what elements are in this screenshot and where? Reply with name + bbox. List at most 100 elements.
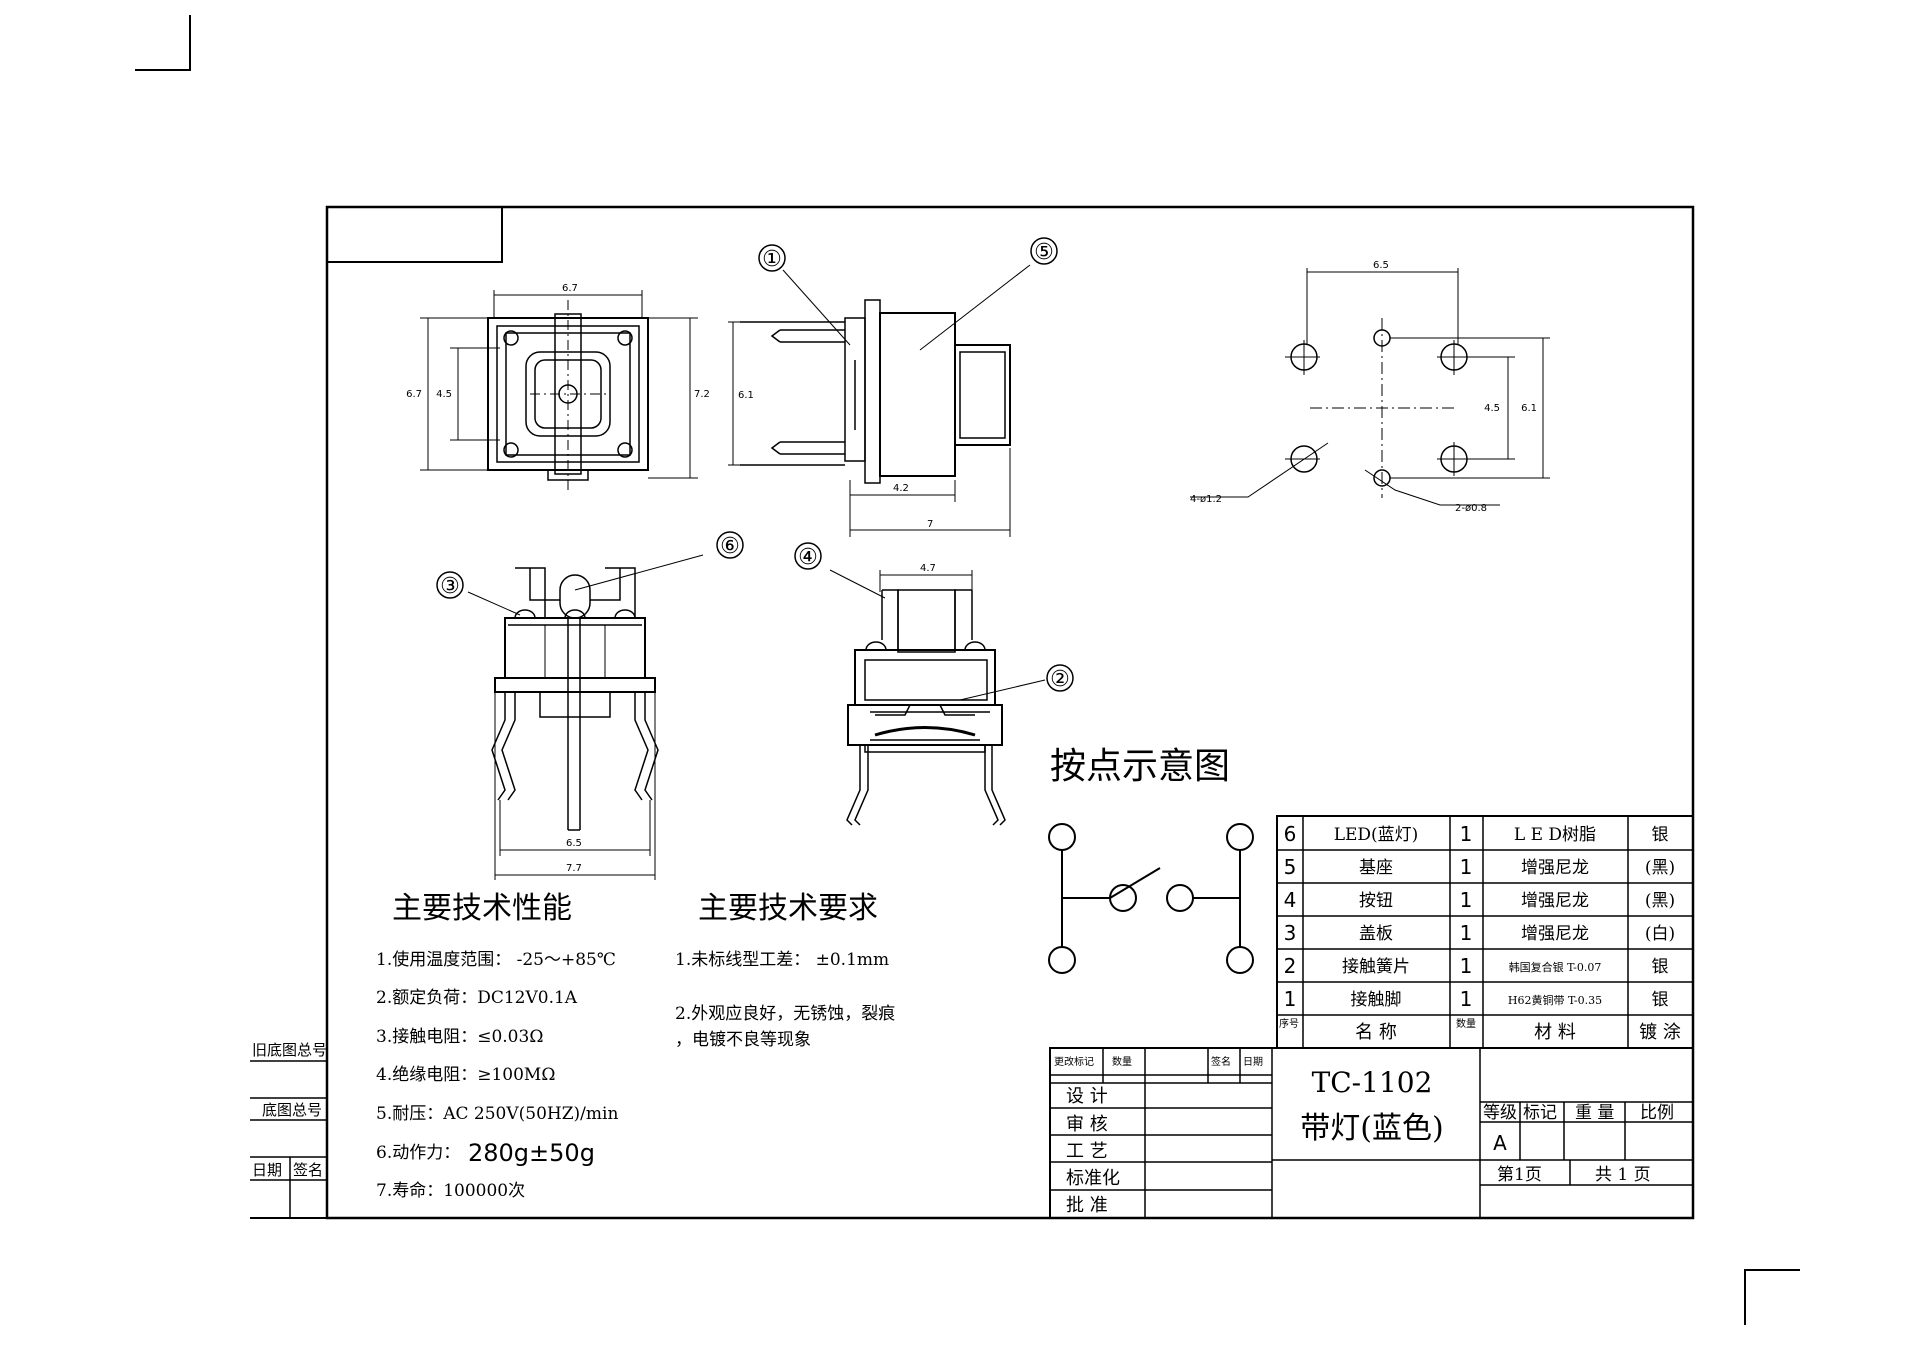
- balloon-3-circle: [436, 571, 464, 599]
- tb-grade-value: A: [1493, 1131, 1507, 1155]
- bom-finish: (白): [1645, 924, 1675, 944]
- title-block-grid: [1049, 1047, 1694, 1219]
- performance-item-7: 7.寿命：100000次: [376, 1181, 525, 1201]
- balloon-6: ⑥: [720, 534, 740, 559]
- schematic-title: 按点示意图: [1050, 746, 1230, 787]
- bom-no: 4: [1284, 888, 1297, 912]
- side-view: [728, 264, 1031, 537]
- dim-pcb-65: 6.5: [1373, 260, 1389, 271]
- dim-pcb-hole-big: 4-ø1.2: [1190, 494, 1222, 505]
- bom-finish: 银: [1652, 825, 1669, 845]
- drawing-no-label: 底图总号: [262, 1101, 322, 1119]
- dim-side-7: 7: [927, 519, 933, 530]
- tb-check: 审 核: [1066, 1114, 1108, 1135]
- balloon-5: ⑤: [1034, 240, 1054, 265]
- requirements-item-3: ，电镀不良等现象: [675, 1030, 811, 1050]
- bom-finish: (黑): [1645, 891, 1675, 911]
- performance-item-6: 6.动作力：: [376, 1143, 460, 1163]
- front-view: [467, 554, 704, 880]
- dim-top-height-right: 7.2: [694, 389, 710, 400]
- bom-table-grid: [1276, 815, 1694, 1049]
- bom-row: 2 接触簧片 1 韩国复合银 T-0.07 银: [1284, 954, 1669, 978]
- bom-finish: 银: [1652, 957, 1669, 977]
- dim-top-height-left: 6.7: [406, 389, 422, 400]
- old-drawing-no-label: 旧底图总号: [252, 1041, 327, 1059]
- bom-material: 增强尼龙: [1521, 891, 1589, 911]
- bom-name: 接触簧片: [1342, 957, 1410, 977]
- bom-header-qty: 数量: [1456, 1017, 1476, 1030]
- bom-qty: 1: [1460, 987, 1473, 1011]
- bom-finish: 银: [1652, 990, 1669, 1010]
- bom-row: 1 接触脚 1 H62黄铜带 T-0.35 银: [1284, 987, 1669, 1011]
- bom-name: LED(蓝灯): [1334, 825, 1419, 845]
- bom-qty: 1: [1460, 954, 1473, 978]
- balloon-2-circle: [1046, 664, 1074, 692]
- tb-page: 第1页: [1497, 1165, 1542, 1185]
- dim-section-47: 4.7: [920, 563, 936, 574]
- dim-pcb-hole-small: 2-ø0.8: [1455, 503, 1487, 514]
- top-view: [420, 290, 698, 490]
- bom-row: 6 LED(蓝灯) 1 L E D树脂 银: [1284, 822, 1669, 846]
- bom-name: 按钮: [1359, 891, 1393, 911]
- bom-header-material: 材 料: [1534, 1022, 1576, 1043]
- performance-item-3: 3.接触电阻：≤0.03Ω: [376, 1027, 543, 1047]
- tb-total: 共 1 页: [1595, 1165, 1651, 1185]
- dim-top-width: 6.7: [562, 283, 578, 294]
- requirements-item-1: 1.未标线型工差： ±0.1mm: [675, 950, 889, 970]
- bom-name: 接触脚: [1351, 990, 1402, 1010]
- drawing-frame: [250, 205, 1695, 1220]
- tb-date: 日期: [1243, 1056, 1263, 1068]
- tb-mark: 标记: [1523, 1103, 1557, 1123]
- balloon-2: ②: [1050, 667, 1070, 692]
- balloon-3: ③: [440, 574, 460, 599]
- tb-part-no: TC-1102: [1312, 1066, 1433, 1099]
- tb-process: 工 艺: [1066, 1141, 1108, 1162]
- dim-pcb-45: 4.5: [1484, 403, 1500, 414]
- bom-qty: 1: [1460, 921, 1473, 945]
- requirements-title: 主要技术要求: [698, 891, 878, 926]
- tb-part-desc: 带灯(蓝色): [1300, 1111, 1443, 1146]
- bom-name: 盖板: [1359, 924, 1393, 944]
- dim-pcb-61: 6.1: [1521, 403, 1537, 414]
- bom-no: 6: [1284, 822, 1297, 846]
- tb-change-mark: 更改标记: [1054, 1055, 1094, 1068]
- bom-no: 2: [1284, 954, 1297, 978]
- bom-qty: 1: [1460, 888, 1473, 912]
- performance-item-1: 1.使用温度范围： -25～+85℃: [376, 949, 616, 970]
- balloon-1: ①: [762, 247, 782, 272]
- bom-material: 增强尼龙: [1521, 924, 1589, 944]
- performance-force-value: 280g±50g: [468, 1139, 595, 1167]
- section-view: [829, 569, 1046, 826]
- pcb-layout: [1190, 268, 1550, 506]
- bom-material: L E D树脂: [1514, 825, 1596, 845]
- bom-header-finish: 镀 涂: [1639, 1022, 1681, 1043]
- bom-finish: (黑): [1645, 858, 1675, 878]
- bom-qty: 1: [1460, 822, 1473, 846]
- bom-material: H62黄铜带 T-0.35: [1508, 993, 1602, 1007]
- crop-marks: [135, 15, 1800, 1325]
- performance-item-2: 2.额定负荷：DC12V0.1A: [376, 988, 578, 1008]
- tb-standard: 标准化: [1066, 1168, 1120, 1189]
- tb-weight: 重 量: [1575, 1103, 1614, 1123]
- bom-row: 3 盖板 1 增强尼龙 (白): [1284, 921, 1676, 945]
- dim-side-height: 6.1: [738, 390, 754, 401]
- tb-sign: 签名: [1211, 1055, 1231, 1068]
- tb-count: 数量: [1112, 1055, 1132, 1068]
- tb-scale: 比例: [1640, 1103, 1674, 1123]
- balloon-5-circle: [1030, 237, 1058, 265]
- margin-date-label: 日期: [252, 1161, 282, 1179]
- bom-header-name: 名 称: [1355, 1022, 1397, 1043]
- margin-block: [250, 1060, 327, 1218]
- bom-no: 5: [1284, 855, 1297, 879]
- tb-grade: 等级: [1483, 1103, 1517, 1123]
- switch-schematic: [1048, 823, 1254, 974]
- dim-top-inner: 4.5: [436, 389, 452, 400]
- title-block: 更改标记 数量 签名 日期 设 计 审 核 工 艺 标准化 批 准 TC-110…: [1054, 1055, 1674, 1216]
- balloon-1-circle: [758, 244, 786, 272]
- bom-no: 1: [1284, 987, 1297, 1011]
- bom-qty: 1: [1460, 855, 1473, 879]
- bom-header: 序号 名 称 数量 材 料 镀 涂: [1279, 1017, 1681, 1043]
- tb-design: 设 计: [1066, 1086, 1108, 1107]
- bom-name: 基座: [1359, 858, 1393, 878]
